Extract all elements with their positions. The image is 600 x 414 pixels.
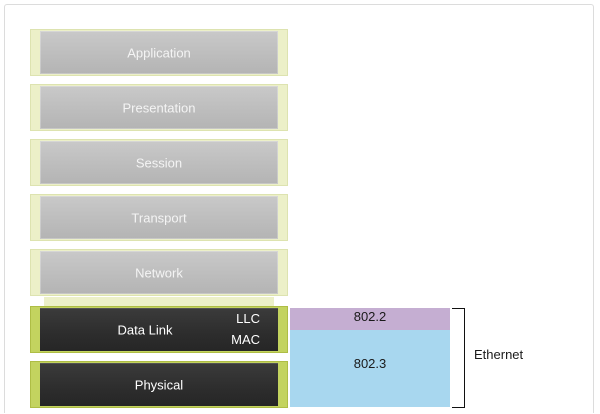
sublayer-llc-label: LLC bbox=[236, 311, 260, 326]
layer-application: Application bbox=[30, 29, 288, 76]
layer-data-link-face: Data Link LLC MAC bbox=[40, 308, 278, 351]
layer-physical-face: Physical bbox=[40, 363, 278, 406]
standard-802-3-label: 802.3 bbox=[353, 356, 387, 371]
ethernet-bracket bbox=[452, 308, 465, 408]
layer-transport-label: Transport bbox=[131, 210, 187, 225]
data-link-top-strip bbox=[44, 297, 274, 306]
layer-physical-label: Physical bbox=[134, 377, 184, 392]
ethernet-label: Ethernet bbox=[474, 347, 524, 362]
layer-session-face: Session bbox=[40, 141, 278, 184]
standard-802-3-box: 802.3 bbox=[290, 330, 450, 407]
layer-data-link: Data Link LLC MAC bbox=[30, 306, 288, 353]
diagram-frame bbox=[4, 4, 594, 413]
layer-transport: Transport bbox=[30, 194, 288, 241]
sublayer-mac-label: MAC bbox=[231, 332, 260, 347]
layer-network-label: Network bbox=[135, 265, 183, 280]
layer-application-face: Application bbox=[40, 31, 278, 74]
layer-transport-face: Transport bbox=[40, 196, 278, 239]
layer-presentation: Presentation bbox=[30, 84, 288, 131]
layer-presentation-face: Presentation bbox=[40, 86, 278, 129]
layer-network: Network bbox=[30, 249, 288, 296]
layer-presentation-label: Presentation bbox=[122, 100, 196, 115]
layer-session-label: Session bbox=[135, 155, 183, 170]
layer-data-link-label: Data Link bbox=[117, 322, 173, 337]
layer-network-face: Network bbox=[40, 251, 278, 294]
layer-physical: Physical bbox=[30, 361, 288, 408]
layer-session: Session bbox=[30, 139, 288, 186]
standard-802-2-box: 802.2 bbox=[290, 308, 450, 330]
layer-application-label: Application bbox=[127, 45, 191, 60]
